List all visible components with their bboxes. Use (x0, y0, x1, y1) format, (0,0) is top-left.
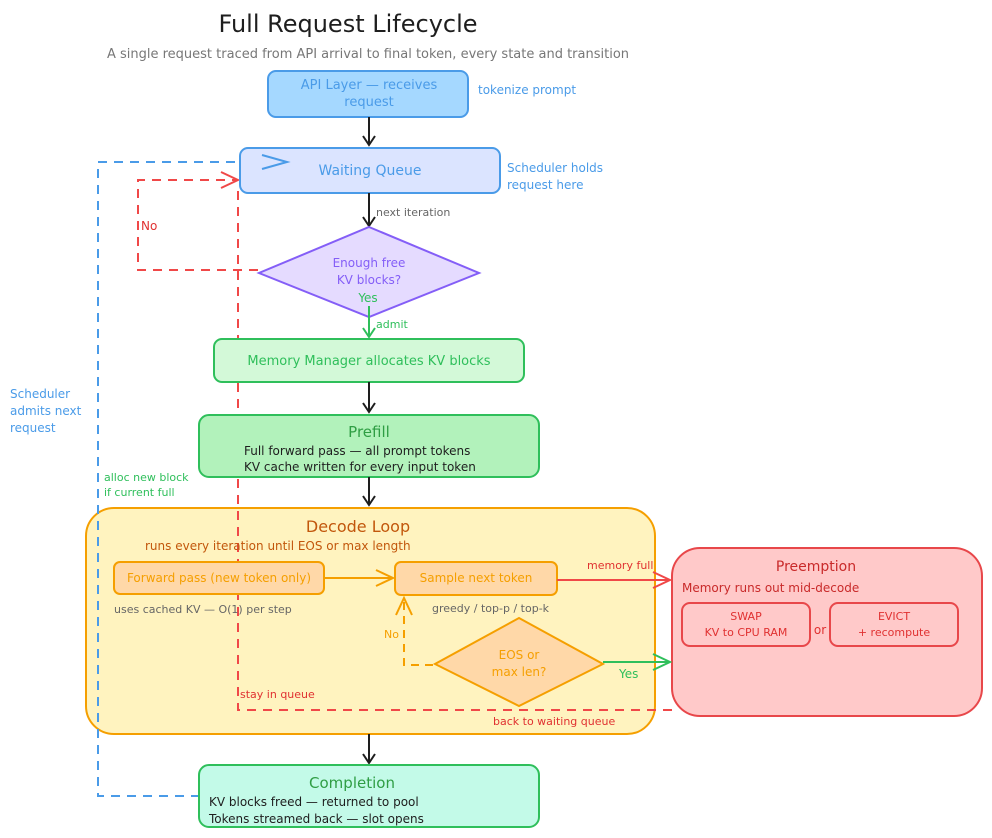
eos-no-edge (395, 595, 433, 666)
kv-yes-label: Yes (357, 291, 377, 305)
decode-loop-subtitle: runs every iteration until EOS or max le… (145, 539, 411, 553)
scheduler-admits-arrowhead (261, 154, 291, 170)
decode-loop-title: Decode Loop (306, 517, 410, 536)
scheduler-note-2: admits next (10, 404, 82, 418)
eos-yes-label: Yes (618, 667, 638, 681)
preemption-title: Preemption (776, 559, 856, 575)
kv-check-no-edge (137, 171, 258, 271)
diagram-title: Full Request Lifecycle (218, 10, 477, 38)
scheduler-admits-edge (97, 153, 291, 797)
sample-token-label: Sample next token (420, 571, 533, 585)
admit-label: admit (376, 318, 408, 331)
swap-option[interactable] (681, 602, 811, 647)
completion-line-1: KV blocks freed — returned to pool (209, 795, 419, 809)
preemption-container (671, 547, 983, 717)
next-iteration-label: next iteration (376, 206, 450, 219)
eos-label-2: max len? (492, 665, 547, 679)
alloc-note-2: if current full (104, 486, 175, 499)
waiting-queue-note-2: request here (507, 178, 583, 192)
evict-option[interactable] (829, 602, 959, 647)
stay-in-queue-label: stay in queue (240, 688, 315, 701)
api-layer-note: tokenize prompt (478, 83, 576, 97)
eos-check-decision[interactable] (432, 616, 606, 708)
prefill-line-1: Full forward pass — all prompt tokens (244, 444, 470, 458)
alloc-note-1: alloc new block (104, 471, 189, 484)
evict-label-1: EVICT (878, 610, 910, 623)
kv-check-label-2: KV blocks? (337, 273, 401, 287)
eos-label-1: EOS or (499, 648, 540, 662)
eos-no-label: No (384, 628, 399, 641)
back-to-queue-edge (237, 190, 672, 711)
forward-pass-label: Forward pass (new token only) (127, 571, 311, 585)
waiting-queue-label: Waiting Queue (319, 163, 422, 179)
evict-label-2: + recompute (858, 626, 931, 639)
waiting-queue-note-1: Scheduler holds (507, 161, 603, 175)
api-layer-label-2: request (344, 95, 393, 110)
swap-label-1: SWAP (730, 610, 762, 623)
completion-line-2: Tokens streamed back — slot opens (208, 812, 424, 826)
swap-label-2: KV to CPU RAM (705, 626, 788, 639)
scheduler-note-3: request (10, 421, 56, 435)
scheduler-note-1: Scheduler (10, 387, 70, 401)
memory-manager-label: Memory Manager allocates KV blocks (247, 354, 490, 369)
preemption-subtitle: Memory runs out mid-decode (682, 581, 859, 595)
prefill-line-2: KV cache written for every input token (244, 460, 476, 474)
diagram-subtitle: A single request traced from API arrival… (107, 47, 629, 62)
prefill-title: Prefill (348, 423, 390, 441)
sample-token-node[interactable] (394, 561, 558, 596)
back-to-queue-label: back to waiting queue (493, 715, 615, 728)
kv-check-label-1: Enough free (333, 256, 406, 270)
sample-token-note: greedy / top-p / top-k (432, 602, 550, 615)
api-layer-label-1: API Layer — receives (301, 78, 438, 93)
forward-pass-note: uses cached KV — O(1) per step (114, 603, 292, 616)
kv-no-label: No (141, 219, 157, 233)
completion-node[interactable] (198, 764, 540, 828)
memory-full-label: memory full (587, 559, 653, 572)
or-label: or (814, 623, 826, 637)
completion-title: Completion (309, 774, 395, 792)
